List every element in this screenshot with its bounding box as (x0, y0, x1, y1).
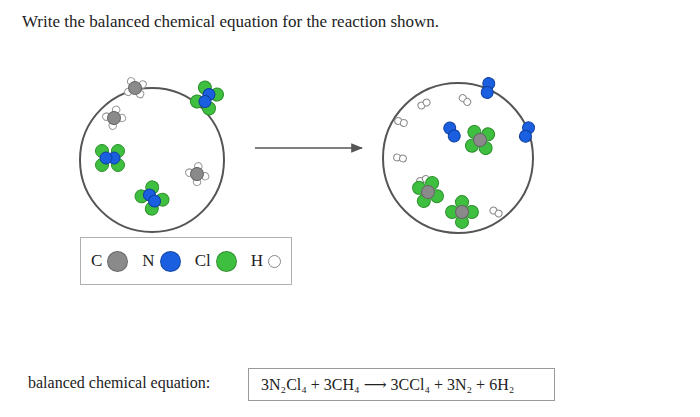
ch4-molecule (101, 104, 128, 131)
atom-swatch (216, 251, 237, 272)
element-symbol: Cl (195, 251, 211, 271)
element-symbol: H (251, 251, 263, 271)
h2-molecule (417, 98, 431, 110)
element-symbol: N (142, 251, 154, 271)
ccl4-molecule (443, 193, 481, 231)
n2cl4-molecule (132, 178, 171, 218)
legend-entry: Cl (195, 251, 237, 272)
h2-molecule (394, 117, 408, 128)
atom-legend: C N Cl H (80, 237, 292, 285)
atom-swatch (107, 251, 128, 272)
n2cl4-molecule (96, 145, 125, 172)
n2-molecule (518, 120, 536, 144)
answer-prompt: balanced chemical equation: (28, 374, 210, 392)
product-circle (383, 83, 533, 233)
h2-molecule (458, 93, 472, 106)
reaction-arrow (255, 147, 362, 149)
atom-swatch (268, 255, 281, 268)
ccl4-molecule (464, 124, 495, 155)
ch4-molecule (184, 161, 211, 188)
n2-molecule (442, 120, 463, 144)
atom-swatch (160, 251, 181, 272)
question-title: Write the balanced chemical equation for… (22, 12, 439, 32)
h2-molecule (489, 206, 503, 218)
ch4-molecule (123, 76, 149, 101)
ccl4-molecule (411, 175, 446, 210)
chemical-equation: 3N₂Cl₄ + 3CH₄ ⟶ 3CCl₄ + 3N₂ + 6H₂ (261, 375, 514, 394)
legend-entry: N (142, 251, 180, 272)
answer-box: 3N₂Cl₄ + 3CH₄ ⟶ 3CCl₄ + 3N₂ + 6H₂ (248, 368, 555, 401)
n2-molecule (480, 77, 495, 100)
legend-entry: C (91, 251, 128, 272)
h2-molecule (393, 154, 407, 163)
element-symbol: C (91, 251, 102, 271)
n2cl4-molecule (188, 79, 226, 118)
legend-entry: H (251, 251, 281, 271)
